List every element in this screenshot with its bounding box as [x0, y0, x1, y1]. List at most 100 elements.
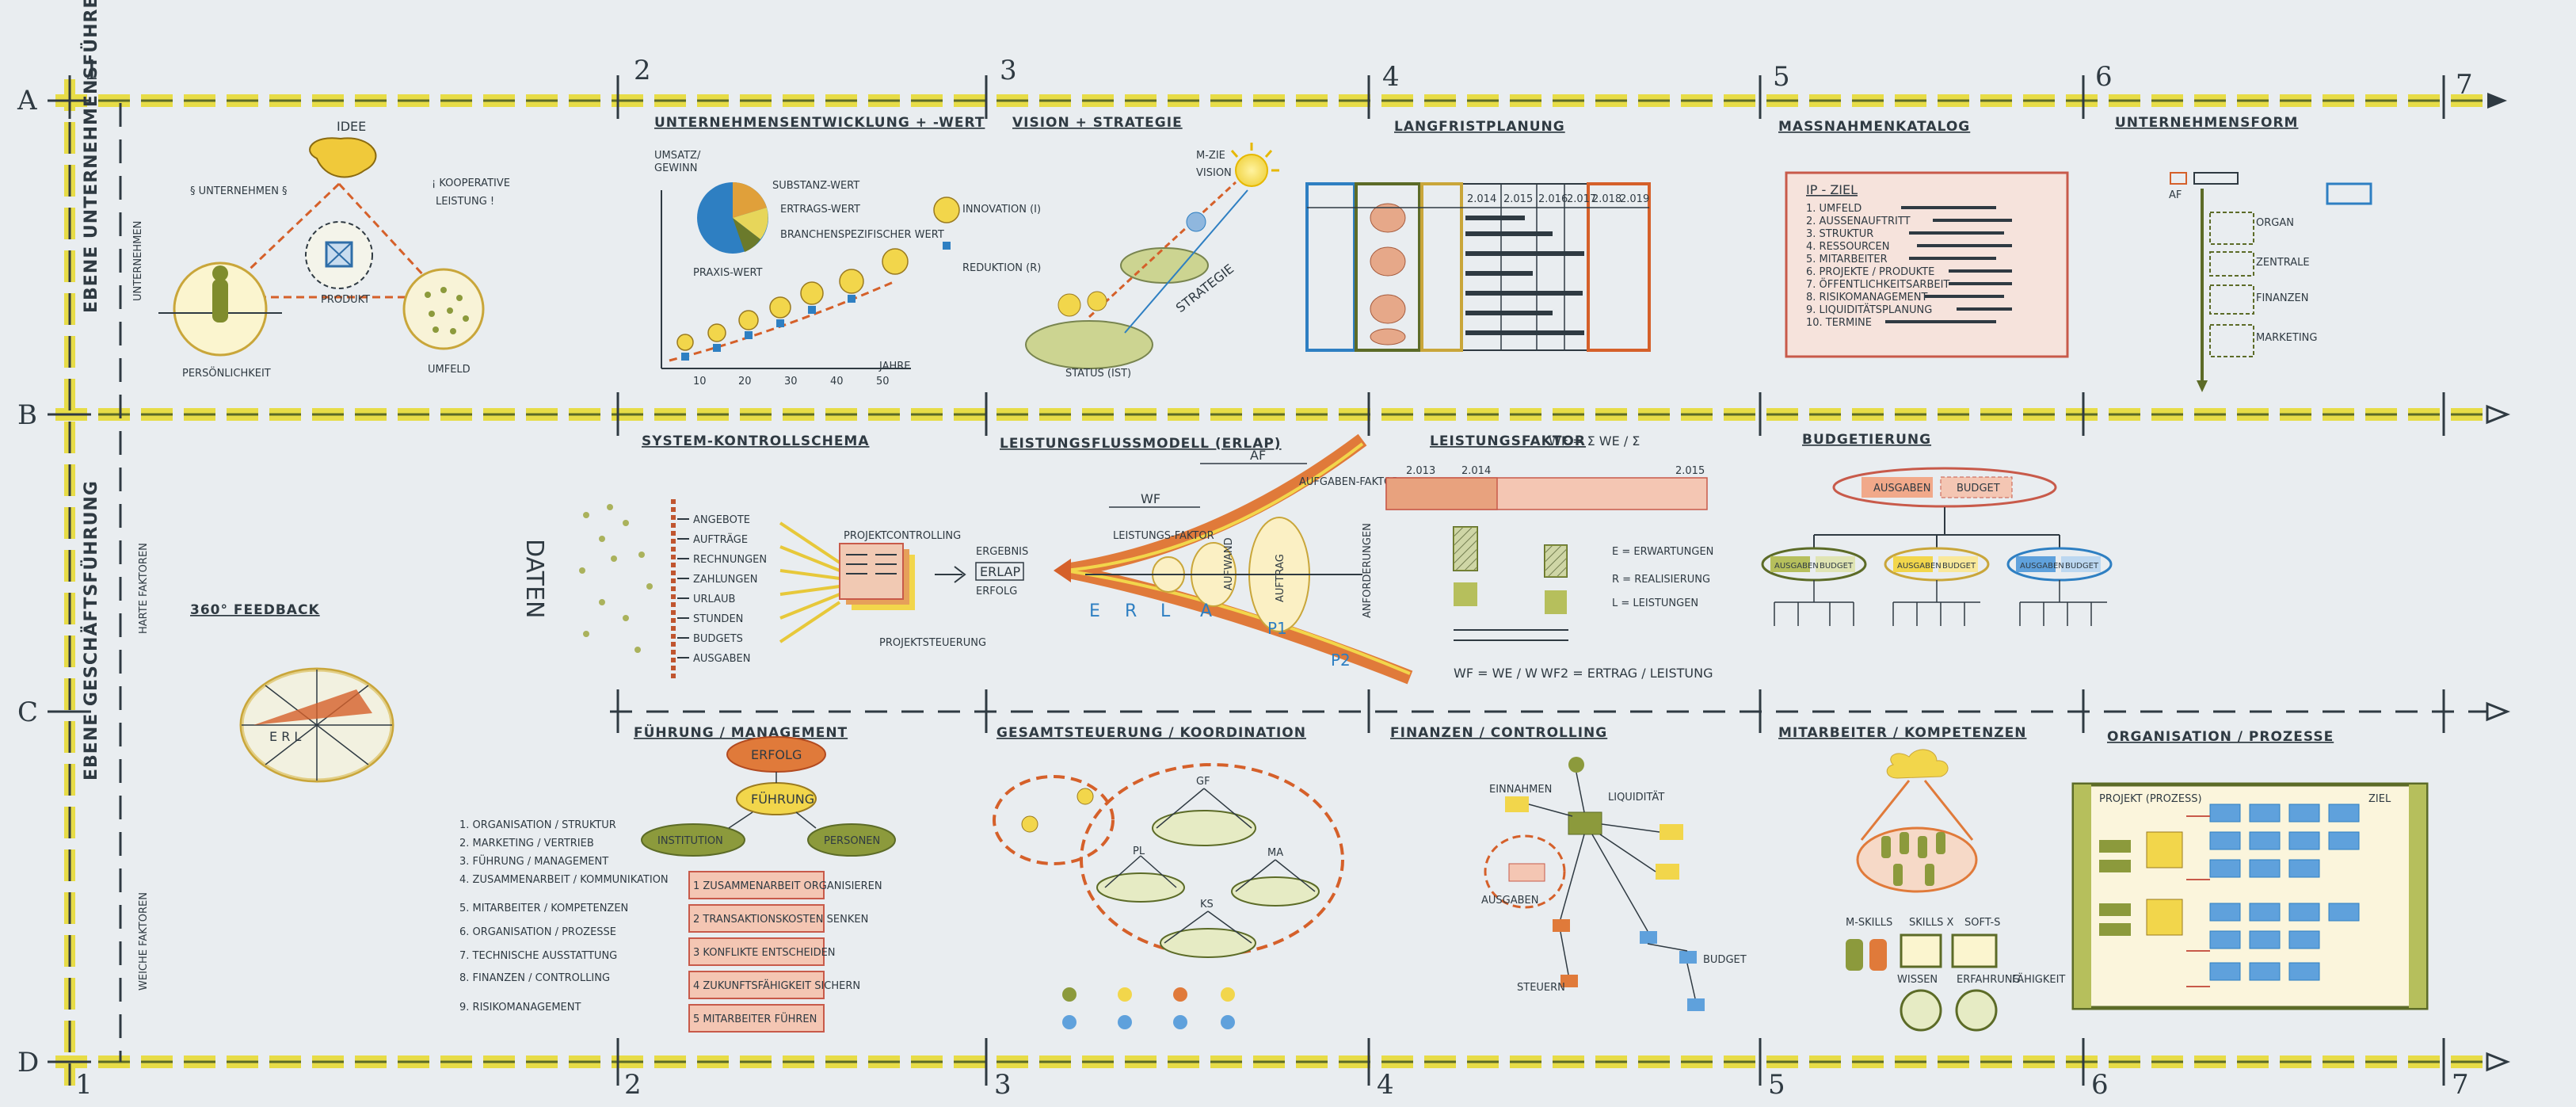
c4-label-3: LIQUIDITÄT: [1608, 791, 1664, 804]
b3-auftrag: AUFTRAG: [1275, 554, 1286, 602]
col-label-bottom-3: 3: [994, 1069, 1012, 1101]
b2-projektsteuerung: PROJEKTSTEUERUNG: [879, 637, 986, 649]
a5-item-4: 4. RESSOURCEN: [1806, 241, 1889, 253]
col-label-6: 6: [2095, 61, 2113, 93]
a5-item-6: 6. PROJEKTE / PRODUKTE: [1806, 266, 1934, 278]
cell-c1-feedback: 360° FEEDBACK E R L 1. ORGANISATION / ST…: [190, 602, 669, 1013]
col-label-1: 1: [83, 55, 101, 86]
side-label-weiche: WEICHE FAKTOREN: [138, 892, 150, 991]
col-label-7: 7: [2456, 69, 2473, 101]
c1-center: E R L: [269, 729, 301, 744]
c4-label-4: STEUERN: [1517, 982, 1565, 994]
c1-list-1: 1. ORGANISATION / STRUKTUR: [459, 819, 616, 831]
cell-a1-idee: IDEE PRODUKT PERSÖNLICHKEIT UMFELD § UNT…: [158, 119, 510, 380]
unternehmen-label: § UNTERNEHMEN §: [190, 185, 288, 197]
a2-tick-10: 10: [693, 376, 707, 387]
cell-b4-leistungsfaktor: LEISTUNGSFAKTOR WF = Σ WE / Σ 2.013 2.01…: [1385, 433, 1713, 681]
a5-item-5: 5. MITARBEITER: [1806, 254, 1888, 265]
b4-title: LEISTUNGSFAKTOR: [1430, 433, 1586, 449]
cell-b2-system: SYSTEM-KONTROLLSCHEMA DATEN ANGEBOTE AUF…: [520, 433, 1028, 681]
a6-line-1: ORGAN: [2256, 217, 2294, 229]
b3-letter-a: A: [1200, 601, 1212, 621]
b4-formula-2: WF = WE / W: [1454, 666, 1538, 681]
c4-title: FINANZEN / CONTROLLING: [1390, 725, 1607, 741]
b5-g3-b: BUDGET: [2065, 562, 2099, 571]
side-label-ebene-geschaeft: EBENE GESCHÄFTSFÜHRUNG: [81, 480, 101, 781]
c5-bottom-2: ERFAHRUNG: [1957, 974, 2021, 986]
c2-erfolg: ERFOLG: [751, 747, 802, 762]
c2-step-1: 1 ZUSAMMENARBEIT ORGANISIEREN: [693, 880, 882, 892]
b5-top-left: AUSGABEN: [1873, 483, 1930, 494]
c2-fuehrung: FÜHRUNG: [751, 792, 814, 807]
c2-right: PERSONEN: [824, 835, 880, 847]
c5-count-3: SOFT-S: [1964, 917, 2000, 929]
a3-vision: VISION: [1196, 167, 1232, 179]
b4-legend-1: E = ERWARTUNGEN: [1612, 546, 1713, 558]
a5-item-1: 1. UMFELD: [1806, 203, 1862, 215]
c4-label-1: EINNAHMEN: [1489, 784, 1552, 796]
b5-g1-b: BUDGET: [1820, 562, 1854, 571]
a5-title: MASSNAHMENKATALOG: [1778, 119, 1970, 135]
a3-title: VISION + STRATEGIE: [1012, 115, 1183, 131]
c3-label-1: GF: [1196, 776, 1210, 788]
a2-pie-3: BRANCHENSPEZIFISCHER WERT: [780, 229, 944, 241]
c1-list-2: 2. MARKETING / VERTRIEB: [459, 838, 594, 849]
idea-blob: [309, 137, 377, 178]
col-label-bottom-5: 5: [1768, 1069, 1785, 1101]
sun-icon: [1235, 154, 1268, 187]
side-label-ebene-unternehmer: EBENE UNTERNEHMENSFÜHRER: [81, 0, 101, 313]
c1-list-4: 4. ZUSAMMENARBEIT / KOMMUNIKATION: [459, 874, 669, 886]
b5-g2-b: BUDGET: [1942, 562, 1976, 571]
b3-letter-r: R: [1125, 601, 1137, 621]
b3-aufwand: AUFWAND: [1223, 537, 1235, 590]
a2-reduktion: REDUKTION (R): [962, 262, 1041, 274]
a2-y-label-1: UMSATZ/: [654, 150, 701, 162]
a2-tick-20: 20: [738, 376, 752, 387]
a5-heading: IP - ZIEL: [1806, 182, 1858, 197]
a5-item-8: 8. RISIKOMANAGEMENT: [1806, 292, 1927, 303]
b5-g3-a: AUSGABEN: [2020, 562, 2064, 571]
a2-pie: [697, 182, 768, 254]
b2-item-4: ZAHLUNGEN: [693, 574, 757, 586]
a2-praxis: PRAXIS-WERT: [693, 267, 763, 279]
c6-projekt: PROJEKT (PROZESS): [2099, 793, 2202, 805]
b3-wf: WF: [1141, 491, 1160, 506]
c3-label-2: PL: [1133, 846, 1145, 857]
a3-mission: M-ZIE: [1196, 150, 1225, 162]
a5-item-2: 2. AUSSENAUFTRITT: [1806, 216, 1911, 227]
col-label-bottom-1: 1: [75, 1069, 93, 1101]
b3-letter-l: L: [1160, 601, 1171, 621]
b4-formula-3: WF2 = ERTRAG / LEISTUNG: [1541, 666, 1713, 681]
cell-c2-fuehrung: FÜHRUNG / MANAGEMENT ERFOLG FÜHRUNG INST…: [634, 723, 896, 1033]
a2-innovation: INNOVATION (I): [962, 204, 1041, 216]
b2-item-5: URLAUB: [693, 594, 735, 605]
c2-step-4: 4 ZUKUNFTSFÄHIGKEIT SICHERN: [693, 979, 860, 992]
b3-letter-p1: P1: [1267, 619, 1287, 638]
col-label-bottom-2: 2: [624, 1069, 642, 1101]
b2-item-2: AUFTRÄGE: [693, 533, 748, 546]
a5-item-9: 9. LIQUIDITÄTSPLANUNG: [1806, 303, 1932, 316]
b2-item-8: AUSGABEN: [693, 653, 750, 665]
c6-ziel: ZIEL: [2368, 793, 2391, 805]
col-label-3: 3: [1000, 55, 1017, 86]
leistung-label: LEISTUNG !: [436, 196, 494, 208]
a2-pie-2: ERTRAGS-WERT: [780, 204, 860, 216]
col-label-bottom-7: 7: [2452, 1069, 2469, 1101]
b2-erfolg: ERFOLG: [976, 586, 1017, 597]
b4-legend-2: R = REALISIERUNG: [1612, 574, 1710, 586]
c1-list-5: 5. MITARBEITER / KOMPETENZEN: [459, 903, 628, 914]
c2-step-3: 3 KONFLIKTE ENTSCHEIDEN: [693, 947, 836, 959]
b2-erlap: ERLAP: [980, 564, 1020, 579]
c4-label-2: AUSGABEN: [1481, 895, 1538, 907]
a5-item-10: 10. TERMINE: [1806, 317, 1872, 329]
c6-title: ORGANISATION / PROZESSE: [2107, 729, 2334, 745]
c5-count-2: SKILLS X: [1909, 917, 1953, 929]
b3-aufgabenfaktor: AUFGABEN-FAKTOR: [1299, 476, 1399, 488]
cell-a2-entwicklung: UNTERNEHMENSENTWICKLUNG + -WERT UMSATZ/ …: [654, 115, 1041, 387]
row-label-c: C: [17, 697, 38, 728]
c4-label-5: BUDGET: [1703, 954, 1747, 966]
a6-title: UNTERNEHMENSFORM: [2115, 115, 2298, 131]
b2-projektcontrolling: PROJEKTCONTROLLING: [844, 530, 961, 542]
a5-item-7: 7. ÖFFENTLICHKEITSARBEIT: [1806, 277, 1949, 291]
